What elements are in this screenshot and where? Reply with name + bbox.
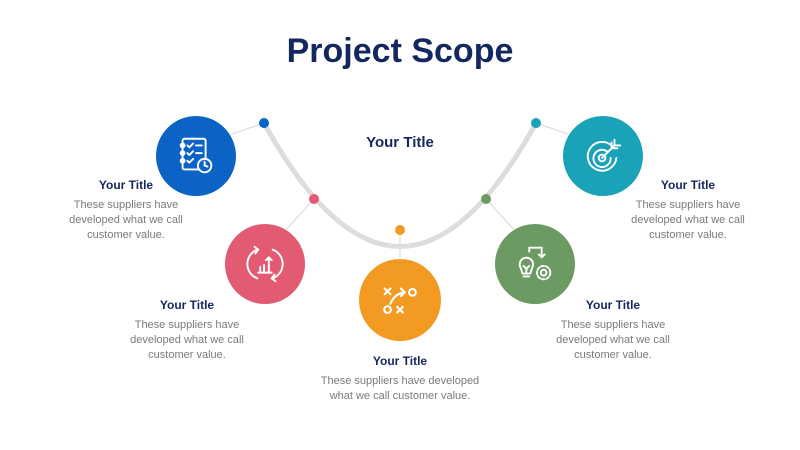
node-dot-3 xyxy=(395,225,405,235)
step-circle-3 xyxy=(359,259,441,341)
step-circle-1 xyxy=(156,116,236,196)
step-desc-4: These suppliers have developed what we c… xyxy=(556,319,670,361)
idea-process-icon xyxy=(518,246,552,281)
step-desc-2: These suppliers have developed what we c… xyxy=(130,319,244,361)
strategy-play-icon xyxy=(383,287,417,314)
step-label-5: Your Title These suppliers have develope… xyxy=(630,178,746,243)
checklist-clock-icon xyxy=(179,137,213,174)
step-circle-2 xyxy=(225,224,305,304)
step-heading-4: Your Title xyxy=(585,298,641,312)
step-label-2: Your Title These suppliers have develope… xyxy=(128,298,246,363)
node-dot-1 xyxy=(259,118,269,128)
step-circle-5 xyxy=(563,116,643,196)
step-circle-4 xyxy=(495,224,575,304)
growth-cycle-chart-icon xyxy=(246,245,284,283)
step-heading-2: Your Title xyxy=(159,298,215,312)
step-desc-3: These suppliers have developed what we c… xyxy=(320,375,480,402)
step-desc-5: These suppliers have developed what we c… xyxy=(631,199,745,241)
node-dot-5 xyxy=(531,118,541,128)
step-heading-3: Your Title xyxy=(372,354,428,368)
center-title: Your Title xyxy=(366,134,434,151)
page-title: Project Scope xyxy=(286,32,514,70)
step-heading-1: Your Title xyxy=(98,178,154,192)
step-heading-5: Your Title xyxy=(660,178,716,192)
step-label-1: Your Title These suppliers have develope… xyxy=(48,178,204,243)
step-label-3: Your Title These suppliers have develope… xyxy=(315,354,485,404)
node-dot-4 xyxy=(481,194,491,204)
step-label-4: Your Title These suppliers have develope… xyxy=(554,298,672,363)
node-dot-2 xyxy=(309,194,319,204)
target-arrow-icon xyxy=(586,138,622,172)
step-desc-1: These suppliers have developed what we c… xyxy=(69,199,183,241)
